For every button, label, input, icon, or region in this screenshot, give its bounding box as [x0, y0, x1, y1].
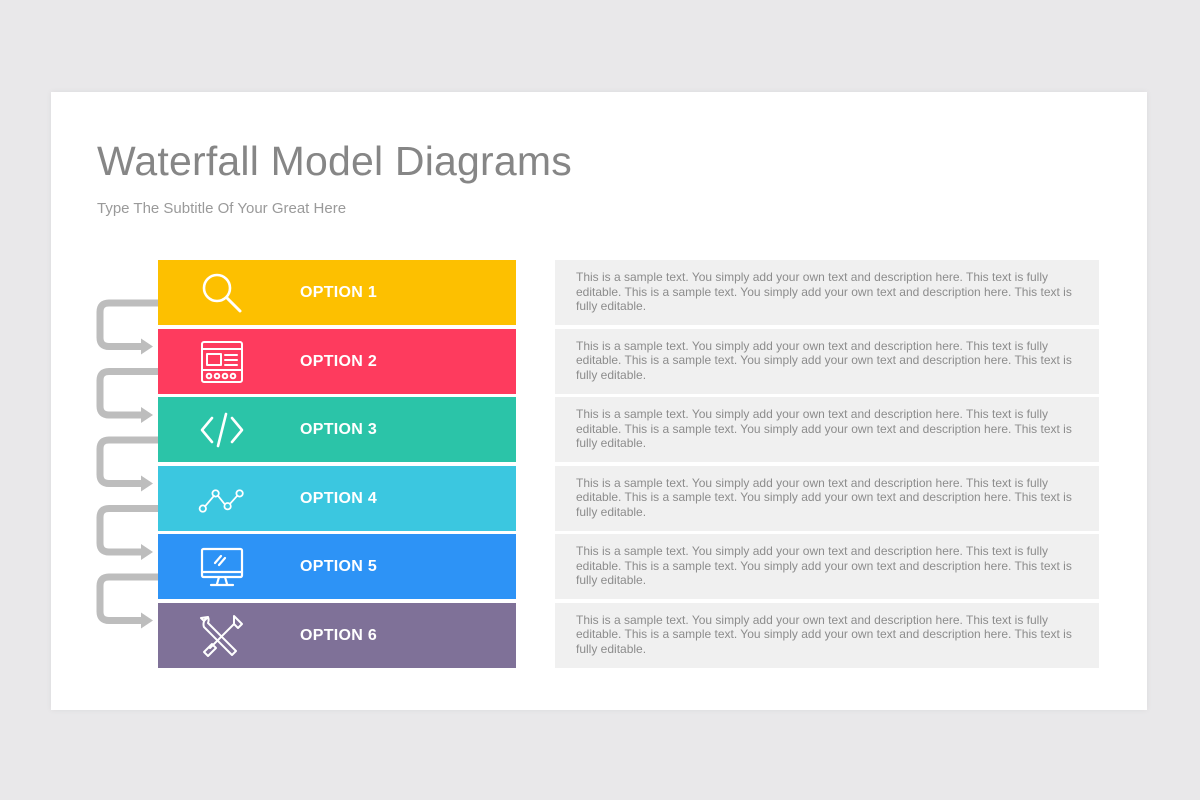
- option-bar-1: OPTION 1: [158, 260, 516, 325]
- option-label: OPTION 4: [300, 489, 378, 507]
- option-label: OPTION 6: [300, 626, 378, 644]
- option-label: OPTION 5: [300, 558, 378, 575]
- line-chart-icon: [198, 475, 246, 523]
- waterfall-connectors: [96, 299, 158, 629]
- tools-icon: [198, 612, 246, 660]
- option-label: OPTION 3: [300, 421, 378, 438]
- monitor-icon: [198, 543, 246, 591]
- option-bar-5: OPTION 5: [158, 534, 516, 599]
- option-label: OPTION 2: [300, 352, 378, 370]
- connector-line: [96, 436, 158, 487]
- slide-subtitle: Type The Subtitle Of Your Great Here: [97, 200, 347, 217]
- option-description-1: This is a sample text. You simply add yo…: [555, 260, 1099, 325]
- connector-line: [96, 573, 158, 624]
- option-description-3: This is a sample text. You simply add yo…: [555, 397, 1099, 462]
- option-bar-2: OPTION 2: [158, 328, 516, 394]
- connector-arrowhead: [141, 407, 153, 423]
- connector-line: [96, 368, 158, 419]
- slide: Waterfall Model Diagrams Type The Subtit…: [51, 92, 1147, 710]
- option-description-2: This is a sample text. You simply add yo…: [555, 328, 1099, 394]
- option-description-4: This is a sample text. You simply add yo…: [555, 465, 1099, 531]
- option-description-6: This is a sample text. You simply add yo…: [555, 602, 1099, 668]
- option-description-5: This is a sample text. You simply add yo…: [555, 534, 1099, 599]
- browser-window-icon: [198, 338, 246, 386]
- connector-line: [96, 505, 158, 556]
- connector-line: [96, 299, 158, 350]
- connector-arrowhead: [141, 544, 153, 560]
- connector-arrowhead: [141, 612, 153, 629]
- option-bar-6: OPTION 6: [158, 602, 516, 668]
- connector-arrowhead: [141, 475, 153, 492]
- connector-arrowhead: [141, 338, 153, 355]
- option-bar-3: OPTION 3: [158, 397, 516, 462]
- search-icon: [198, 269, 246, 317]
- option-label: OPTION 1: [300, 284, 378, 301]
- code-icon: [198, 406, 246, 454]
- slide-title: Waterfall Model Diagrams: [97, 138, 572, 184]
- option-bar-4: OPTION 4: [158, 465, 516, 531]
